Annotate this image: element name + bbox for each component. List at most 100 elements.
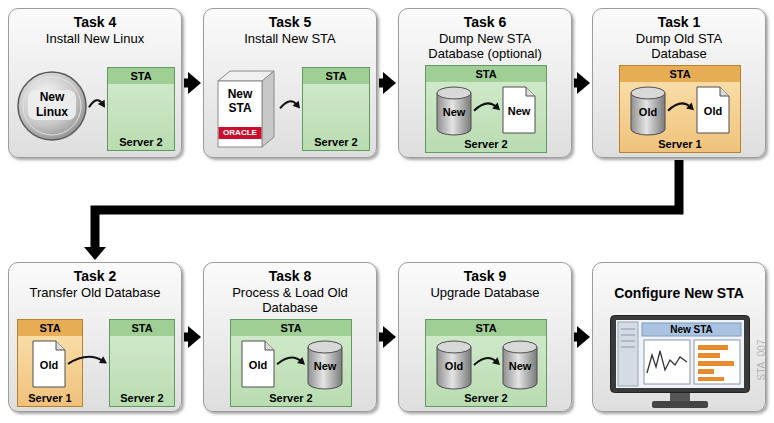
- cd-shape: New Linux: [17, 71, 87, 141]
- task-number: Configure New STA: [614, 285, 744, 302]
- server-name: Server 2: [426, 391, 546, 405]
- task-title: Task 9Upgrade Database: [399, 268, 571, 300]
- flow-arrow: [89, 100, 105, 108]
- doc-shape: Old: [696, 86, 730, 134]
- task-number: Task 8: [269, 268, 312, 285]
- server-app-label: STA: [110, 320, 174, 336]
- doc-shape: Old: [32, 340, 66, 388]
- database-label: New: [307, 360, 343, 373]
- cyl-shape: New: [502, 340, 538, 390]
- task-name: Process & Load Old Database: [225, 285, 355, 315]
- task-name: Upgrade Database: [430, 285, 539, 300]
- flow-arrow: [474, 357, 500, 365]
- server-app-label: STA: [231, 320, 351, 336]
- task-title: Task 1Dump Old STA Database: [593, 14, 765, 61]
- flow-arrow: [280, 101, 300, 109]
- flow-arrow: [379, 326, 396, 348]
- task-box: Task 9Upgrade DatabaseSTA Server 2 Old New: [398, 262, 572, 412]
- task-number: Task 2: [74, 268, 117, 285]
- file-label: Old: [32, 359, 66, 372]
- file-label: New: [502, 105, 536, 118]
- task-title: Configure New STA: [593, 285, 765, 302]
- task-box: Task 2Transfer Old DatabaseSTA Server 1 Ol…: [8, 262, 182, 412]
- doc-shape: Old: [241, 340, 275, 388]
- arrow-head: [297, 357, 305, 365]
- database-label: Old: [630, 106, 666, 119]
- arrow-line: [379, 333, 385, 342]
- server-app-label: STA: [426, 66, 546, 82]
- arrow-head: [492, 357, 500, 365]
- file-label: Old: [241, 359, 275, 372]
- server-name: Server 2: [231, 391, 351, 405]
- arrow-head: [99, 356, 107, 363]
- server-name: Server 1: [18, 391, 82, 405]
- task-title: Task 8Process & Load Old Database: [204, 268, 376, 315]
- flow-arrow: [277, 357, 305, 365]
- arrow-head: [686, 103, 694, 111]
- figure-id: STA_007: [756, 330, 768, 390]
- arrow-line: [668, 103, 690, 110]
- arrow-head: [292, 101, 300, 109]
- arrow-head: [577, 72, 590, 94]
- task-box: Task 4Install New LinuxNew Linux STA Serve…: [8, 8, 182, 158]
- cyl-shape: New: [307, 340, 343, 390]
- cyl-shape: Old: [630, 86, 666, 136]
- server-name: Server 1: [620, 137, 740, 151]
- panelO-shape: STA Server 1 Old: [17, 319, 83, 407]
- arrow-line: [95, 160, 679, 249]
- server-app-label: STA: [620, 66, 740, 82]
- server-app-label: STA: [108, 68, 174, 84]
- doc-shape: New: [502, 86, 536, 134]
- arrow-line: [277, 357, 301, 364]
- task-name: Dump Old STA Database: [614, 31, 744, 61]
- task-number: Task 4: [74, 14, 117, 31]
- arrow-head: [492, 103, 500, 111]
- flow-arrow: [379, 72, 396, 94]
- flow-arrow: [668, 103, 694, 111]
- flow-arrow: [184, 72, 201, 94]
- flow-arrow: [474, 103, 500, 111]
- cyl-shape: Old: [436, 340, 472, 390]
- arrow-line: [184, 79, 190, 88]
- database-label: New: [436, 106, 472, 119]
- panelG-shape: STA Server 2 Old New: [230, 319, 352, 407]
- panelG-shape: STA Server 2: [107, 67, 175, 151]
- task-box: Configure New STA New STA: [592, 262, 766, 412]
- arrow-head: [188, 326, 201, 348]
- database-label: Old: [436, 360, 472, 373]
- task-number: Task 9: [464, 268, 507, 285]
- server-name: Server 2: [426, 137, 546, 151]
- arrow-head: [383, 72, 396, 94]
- arrow-line: [379, 79, 385, 88]
- database-label: New: [502, 360, 538, 373]
- monitor-shape: New STA: [610, 315, 750, 409]
- flow-arrow: [84, 160, 679, 260]
- task-number: Task 1: [658, 14, 701, 31]
- task-box: Task 5Install New STA New STA ORACLE STASer…: [203, 8, 377, 158]
- cyl-shape: New: [436, 86, 472, 136]
- server-app-label: STA: [18, 320, 82, 336]
- server-name: Server 2: [108, 135, 174, 149]
- task-name: Install New STA: [244, 31, 336, 46]
- window-title: New STA: [642, 323, 741, 336]
- task-number: Task 5: [269, 14, 312, 31]
- task-name: Install New Linux: [46, 31, 144, 46]
- product-name: New STA: [220, 87, 260, 115]
- arrow-head: [84, 247, 106, 260]
- task-name: Transfer Old Database: [29, 285, 160, 300]
- task-box: Task 1Dump Old STA DatabaseSTA Server 1 Ol…: [592, 8, 766, 158]
- arrow-line: [474, 358, 496, 365]
- task-title: Task 5Install New STA: [204, 14, 376, 46]
- product-shape: New STA ORACLE: [214, 67, 278, 149]
- file-label: Old: [696, 105, 730, 118]
- arrow-head: [383, 326, 396, 348]
- arrow-head: [188, 72, 201, 94]
- arrow-head: [577, 326, 590, 348]
- vendor-logo: ORACLE: [218, 127, 262, 139]
- panelG-shape: STAServer 2: [302, 67, 370, 151]
- flow-arrow: [574, 326, 590, 348]
- server-app-label: STA: [426, 320, 546, 336]
- server-app-label: STA: [303, 68, 369, 84]
